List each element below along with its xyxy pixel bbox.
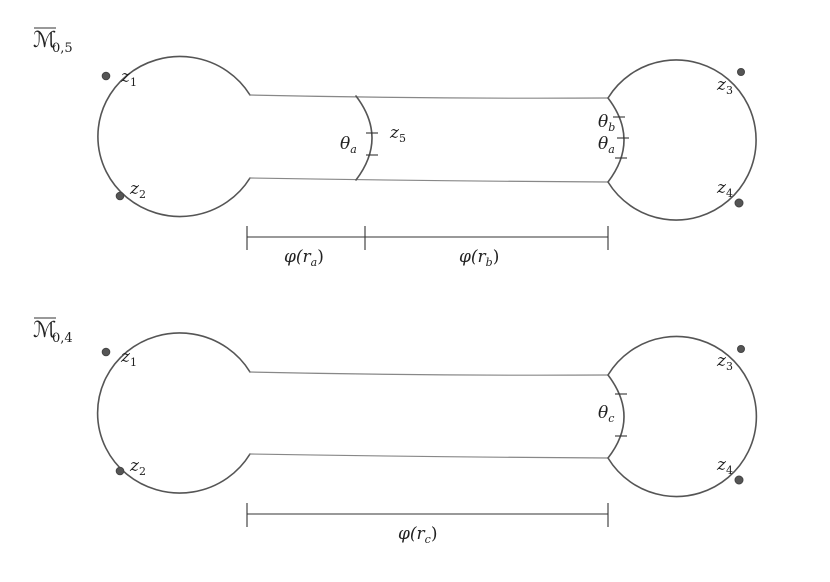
tube-bottom-edge	[249, 177, 609, 183]
angle-label-theta-a-right: θa	[598, 134, 615, 156]
point-label-z1: z1	[120, 347, 137, 369]
tube-top-edge	[249, 371, 609, 376]
space-label-sub: 0,5	[52, 41, 73, 56]
seam-curve-right	[607, 374, 625, 459]
marked-point-z4	[734, 198, 744, 208]
space-label-base: ℳ	[33, 318, 57, 343]
point-label-z4: z4	[716, 178, 733, 200]
length-label-phi-rc: φ(rc)	[398, 524, 437, 546]
right-sphere	[607, 335, 758, 498]
angle-label-theta-b: θb	[598, 112, 615, 134]
tube-top-edge	[249, 94, 609, 99]
marked-point-z3	[737, 68, 745, 76]
marked-point-z3	[737, 345, 745, 353]
tube-bottom-edge	[249, 453, 609, 459]
seam-curve-right	[607, 97, 625, 183]
panel-m04: ℳ 0,4 z1 z2 z3 z4 θc φ(rc)	[33, 317, 758, 546]
space-label-base: ℳ	[33, 28, 57, 53]
angle-label-theta-c: θc	[598, 403, 614, 425]
point-label-z2: z2	[129, 456, 146, 478]
point-label-z4: z4	[716, 455, 733, 477]
left-sphere	[97, 55, 251, 218]
panel-m05: ℳ 0,5 z1 z2 z3 z4 z5 θa θb θa	[33, 27, 757, 269]
length-label-phi-ra: φ(ra)	[284, 247, 324, 269]
point-label-z1: z1	[120, 67, 137, 89]
point-label-z3: z3	[716, 351, 733, 373]
marked-point-z1	[101, 347, 111, 357]
marked-point-z2	[115, 191, 125, 201]
length-label-phi-rb: φ(rb)	[459, 247, 499, 269]
space-label-sub: 0,4	[52, 331, 73, 346]
seam-curve-middle	[355, 95, 373, 181]
right-sphere	[607, 59, 757, 221]
point-label-z3: z3	[716, 75, 733, 97]
point-label-z2: z2	[129, 179, 146, 201]
point-label-z5: z5	[389, 123, 406, 145]
marked-point-z1	[101, 71, 111, 81]
marked-point-z4	[734, 475, 744, 485]
marked-point-z2	[115, 466, 125, 476]
left-sphere	[96, 332, 251, 494]
angle-label-theta-a-middle: θa	[340, 134, 357, 156]
